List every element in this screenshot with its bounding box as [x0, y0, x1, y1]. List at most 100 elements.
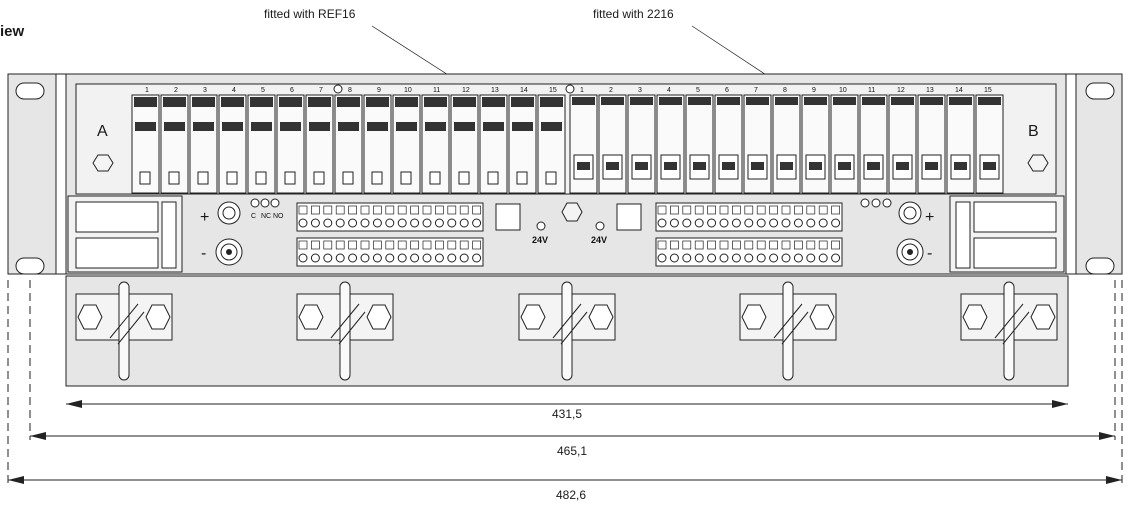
ref16-module — [305, 94, 334, 194]
2216-module-row — [569, 94, 1004, 194]
2216-module — [656, 94, 685, 194]
callout-2216: fitted with 2216 — [593, 7, 674, 21]
plus-symbol: + — [200, 209, 209, 226]
module-number: 7 — [754, 87, 758, 94]
module-number: 4 — [667, 87, 671, 94]
dimension-outer: 482,6 — [8, 476, 1122, 502]
2216-module — [627, 94, 656, 194]
module-number: 14 — [520, 87, 528, 94]
module-number: 5 — [696, 87, 700, 94]
module-number: 1 — [145, 87, 149, 94]
module-number: 14 — [955, 87, 963, 94]
cable-clamp — [960, 281, 1058, 381]
module-number: 2 — [609, 87, 613, 94]
relay-terminal-nc: NC — [261, 213, 271, 220]
view-heading: iew — [0, 23, 25, 40]
minus-symbol: - — [201, 245, 206, 262]
ref16-module-row — [131, 94, 566, 194]
ref16-module — [334, 94, 363, 194]
ref16-module — [189, 94, 218, 194]
module-number: 9 — [812, 87, 816, 94]
left-rack-flange — [7, 73, 67, 275]
center-hex-screw — [561, 202, 583, 222]
module-number: 7 — [319, 87, 323, 94]
cable-clamp — [296, 281, 394, 381]
ref16-module — [479, 94, 508, 194]
2216-module — [801, 94, 830, 194]
terminal-strip — [655, 237, 843, 267]
ref16-module — [508, 94, 537, 194]
2216-module — [598, 94, 627, 194]
ground-terminal-left — [217, 201, 241, 225]
terminal-strip — [655, 202, 843, 232]
left-terminal-block — [67, 195, 183, 273]
led-indicator — [595, 221, 605, 231]
module-number: 8 — [783, 87, 787, 94]
ground-symbol — [333, 84, 343, 94]
dimension-inner: 431,5 — [66, 400, 1068, 421]
minus-symbol: - — [927, 245, 932, 262]
2216-module — [946, 94, 975, 194]
ref16-module — [450, 94, 479, 194]
dimension-outer-label: 482,6 — [556, 488, 586, 502]
callout-ref16: fitted with REF16 — [264, 7, 356, 21]
terminal-strip — [296, 237, 484, 267]
side-label-a: A — [97, 123, 108, 140]
module-number: 5 — [261, 87, 265, 94]
module-number: 13 — [926, 87, 934, 94]
cable-clamp — [739, 281, 837, 381]
2216-module — [743, 94, 772, 194]
module-numbers-left: 1 2 3 4 5 6 7 8 9 10 11 12 13 14 15 — [145, 87, 557, 94]
2216-module — [569, 94, 598, 194]
cable-clamp — [75, 281, 173, 381]
module-number: 10 — [839, 87, 847, 94]
module-number: 12 — [897, 87, 905, 94]
2216-module — [975, 94, 1004, 194]
ground-symbol — [565, 84, 575, 94]
ref16-module — [276, 94, 305, 194]
led-indicator — [536, 221, 546, 231]
dimension-inner-label: 431,5 — [552, 407, 582, 421]
module-number: 10 — [404, 87, 412, 94]
relay-contacts-left: C NC NO — [250, 198, 284, 220]
plus-symbol: + — [925, 209, 934, 226]
ref16-module — [392, 94, 421, 194]
ref16-module — [363, 94, 392, 194]
coax-connector-left — [215, 238, 243, 266]
ref16-module — [131, 94, 160, 194]
module-number: 8 — [348, 87, 352, 94]
cable-clamp — [518, 281, 616, 381]
module-numbers-right: 1 2 3 4 5 6 7 8 9 10 11 12 13 14 15 — [580, 87, 992, 94]
module-number: 12 — [462, 87, 470, 94]
ref16-module — [537, 94, 566, 194]
coax-connector-right — [896, 238, 924, 266]
module-number: 1 — [580, 87, 584, 94]
2216-module — [685, 94, 714, 194]
signal-terminal-blocks — [296, 202, 843, 267]
module-number: 13 — [491, 87, 499, 94]
module-number: 6 — [290, 87, 294, 94]
dimension-middle-label: 465,1 — [557, 444, 587, 458]
cable-clamps — [75, 281, 1058, 381]
module-number: 2 — [174, 87, 178, 94]
relay-terminal-c: C — [251, 213, 256, 220]
module-number: 3 — [203, 87, 207, 94]
ref16-module — [421, 94, 450, 194]
module-number: 15 — [549, 87, 557, 94]
voltage-label-left: 24V — [532, 235, 548, 245]
2216-module — [714, 94, 743, 194]
2216-module — [917, 94, 946, 194]
module-number: 11 — [433, 87, 440, 94]
module-number: 3 — [638, 87, 642, 94]
2216-module — [859, 94, 888, 194]
ref16-module — [160, 94, 189, 194]
hex-screw-right — [1027, 154, 1049, 172]
side-label-b: B — [1028, 123, 1039, 140]
dimension-middle: 465,1 — [30, 432, 1115, 458]
module-number: 4 — [232, 87, 236, 94]
2216-module — [888, 94, 917, 194]
ref16-module — [247, 94, 276, 194]
module-number: 6 — [725, 87, 729, 94]
terminal-strip — [296, 202, 484, 232]
